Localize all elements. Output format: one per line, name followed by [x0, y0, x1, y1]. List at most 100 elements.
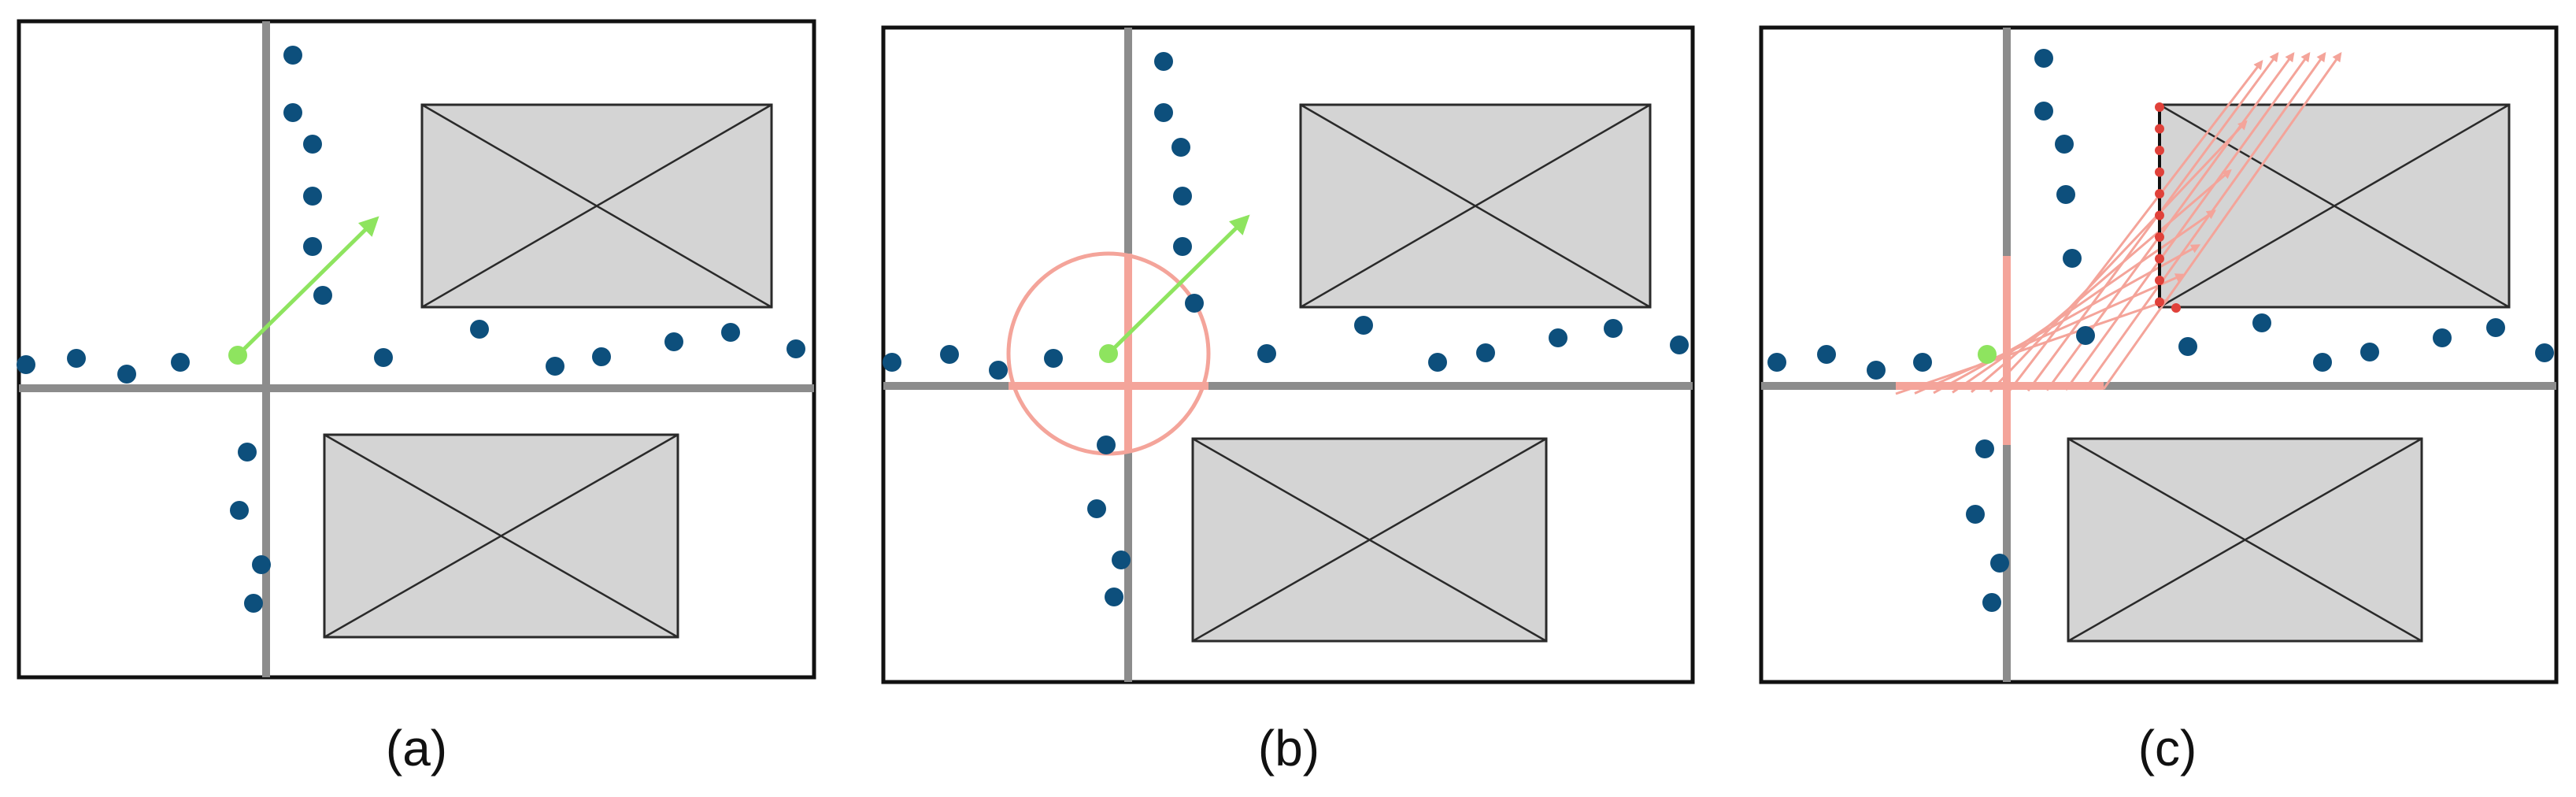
panel-a: (a) — [17, 19, 816, 777]
panel-c-ego-point — [1978, 345, 1997, 364]
point — [1105, 588, 1123, 606]
point — [171, 353, 190, 372]
panel-b-points — [883, 52, 1689, 606]
point — [1982, 593, 2001, 612]
point — [283, 46, 302, 65]
point — [2252, 313, 2271, 332]
point — [303, 237, 322, 256]
point — [2178, 337, 2197, 356]
point — [664, 332, 683, 351]
point — [2034, 102, 2053, 120]
point — [1044, 349, 1063, 368]
projection-ray — [2026, 52, 2279, 392]
projection-ray — [2102, 52, 2342, 390]
point — [1990, 554, 2009, 573]
point — [303, 135, 322, 154]
point — [313, 286, 332, 305]
point — [721, 323, 740, 342]
hit-point — [2155, 189, 2164, 198]
point — [17, 355, 35, 374]
point — [1154, 52, 1173, 71]
point — [2063, 249, 2082, 268]
panel-b-heading-arrow — [1107, 214, 1250, 355]
point — [230, 501, 249, 520]
point — [1975, 439, 1994, 458]
point — [470, 320, 489, 339]
projection-ray — [2064, 52, 2311, 391]
point — [1966, 505, 1985, 524]
point — [283, 103, 302, 122]
panel-a-points — [17, 46, 805, 613]
panel-b-obstacle-lower — [1191, 437, 1548, 643]
point — [1476, 343, 1495, 362]
hit-point — [2155, 124, 2164, 134]
hit-point — [2155, 210, 2164, 221]
point — [1767, 353, 1786, 372]
panel-a-label: (a) — [386, 720, 447, 777]
point — [1185, 294, 1204, 313]
hit-point — [2155, 232, 2164, 242]
point — [1670, 335, 1689, 354]
point — [117, 365, 136, 384]
point — [989, 361, 1008, 380]
hit-point — [2155, 254, 2164, 264]
projection-ray — [1952, 209, 2216, 394]
projection-ray — [2083, 52, 2326, 391]
point — [2034, 49, 2053, 68]
hit-point — [2155, 297, 2164, 307]
point — [1171, 138, 1190, 157]
hit-point — [2155, 102, 2164, 112]
point — [1604, 319, 1623, 338]
point — [1817, 345, 1836, 364]
point — [1087, 499, 1106, 518]
point — [786, 339, 805, 358]
point — [2360, 343, 2379, 361]
projection-ray — [1989, 120, 2248, 393]
point — [2535, 343, 2554, 362]
panel-a-obstacle-upper — [420, 103, 773, 309]
panel-c: (c) — [1759, 25, 2559, 777]
point — [2076, 326, 2095, 345]
point — [1354, 316, 1373, 335]
point — [2056, 185, 2075, 204]
projection-ray — [1914, 273, 2186, 395]
point — [1097, 436, 1116, 454]
hit-point — [2155, 167, 2164, 177]
point — [1154, 103, 1173, 122]
point — [238, 443, 257, 462]
hit-point — [2155, 146, 2164, 155]
projection-ray — [2008, 59, 2263, 392]
point — [1428, 353, 1447, 372]
panel-c-obstacle-upper — [2158, 103, 2511, 309]
point — [1867, 361, 1886, 380]
point — [1913, 353, 1932, 372]
hit-point — [2155, 276, 2164, 285]
point — [592, 347, 611, 366]
point — [1257, 344, 1276, 363]
point — [2486, 318, 2505, 337]
point — [2313, 353, 2332, 372]
panel-a-ego-point — [228, 346, 247, 365]
projection-ray — [1933, 244, 2201, 395]
point — [1173, 237, 1192, 256]
point — [1173, 187, 1192, 206]
point — [2055, 135, 2074, 154]
hit-point — [2171, 303, 2181, 313]
point — [252, 555, 271, 574]
panel-a-obstacle-lower — [323, 433, 679, 639]
point — [67, 349, 86, 368]
point — [303, 187, 322, 206]
point — [1549, 328, 1567, 347]
projection-ray — [1971, 169, 2232, 393]
point — [883, 353, 901, 372]
point — [1112, 550, 1131, 569]
point — [244, 594, 263, 613]
panel-c-label: (c) — [2138, 720, 2197, 777]
panel-b-obstacle-upper — [1299, 103, 1652, 309]
panel-a-heading-arrow — [236, 216, 379, 357]
panel-c-hit-points — [2155, 102, 2181, 313]
panel-b: (b) — [881, 25, 1695, 777]
panel-c-points — [1767, 49, 2554, 612]
panel-b-label: (b) — [1258, 720, 1319, 777]
